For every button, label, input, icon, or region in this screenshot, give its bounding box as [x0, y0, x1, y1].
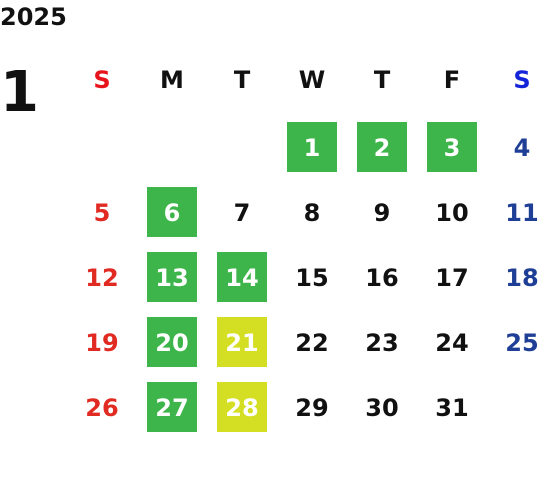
day-cell-28[interactable]: 28 [207, 375, 277, 440]
day-number: 3 [443, 133, 461, 162]
day-number: 7 [233, 198, 251, 227]
day-cell-30[interactable]: 30 [347, 375, 417, 440]
day-cell-5[interactable]: 5 [67, 180, 137, 245]
day-number: 29 [295, 393, 329, 422]
day-cell-16[interactable]: 16 [347, 245, 417, 310]
day-number: 25 [505, 328, 539, 357]
day-cell-22[interactable]: 22 [277, 310, 347, 375]
day-cell-25[interactable]: 25 [487, 310, 548, 375]
weekday-header-tuesday: T [233, 66, 251, 94]
day-cell-17[interactable]: 17 [417, 245, 487, 310]
weekday-header-thursday: T [373, 66, 391, 94]
day-cell-31[interactable]: 31 [417, 375, 487, 440]
day-number: 4 [513, 133, 531, 162]
day-cell-20[interactable]: 20 [137, 310, 207, 375]
day-number: 16 [365, 263, 399, 292]
day-cell-7[interactable]: 7 [207, 180, 277, 245]
day-cell-8[interactable]: 8 [277, 180, 347, 245]
day-highlight-box [217, 317, 267, 367]
day-number: 13 [155, 263, 189, 292]
day-number: 12 [85, 263, 119, 292]
weekday-header-monday: M [160, 66, 184, 94]
day-highlight-box [287, 122, 337, 172]
day-cell-14[interactable]: 14 [207, 245, 277, 310]
day-highlight-box [427, 122, 477, 172]
day-highlight-box [357, 122, 407, 172]
day-highlight-box [147, 317, 197, 367]
day-number: 30 [365, 393, 399, 422]
day-cell-27[interactable]: 27 [137, 375, 207, 440]
day-cell-3[interactable]: 3 [417, 115, 487, 180]
day-cell-18[interactable]: 18 [487, 245, 548, 310]
day-cell-1[interactable]: 1 [277, 115, 347, 180]
day-cell-6[interactable]: 6 [137, 180, 207, 245]
day-cell-12[interactable]: 12 [67, 245, 137, 310]
day-number: 10 [435, 198, 469, 227]
day-number: 1 [303, 133, 321, 162]
day-number: 28 [225, 393, 259, 422]
calendar-month: 1 [0, 60, 39, 125]
day-number: 17 [435, 263, 469, 292]
weekday-header-saturday: S [513, 66, 531, 94]
day-highlight-box [217, 382, 267, 432]
day-number: 20 [155, 328, 189, 357]
day-cell-9[interactable]: 9 [347, 180, 417, 245]
day-cell-2[interactable]: 2 [347, 115, 417, 180]
empty-cell [67, 115, 137, 180]
day-number: 22 [295, 328, 329, 357]
day-number: 6 [163, 198, 181, 227]
day-number: 5 [93, 198, 111, 227]
day-number: 2 [373, 133, 391, 162]
day-number: 19 [85, 328, 119, 357]
day-number: 9 [373, 198, 391, 227]
day-number: 8 [303, 198, 321, 227]
day-cell-13[interactable]: 13 [137, 245, 207, 310]
day-number: 15 [295, 263, 329, 292]
day-highlight-box [147, 252, 197, 302]
day-number: 11 [505, 198, 539, 227]
day-cell-23[interactable]: 23 [347, 310, 417, 375]
calendar-year: 2025 [0, 3, 67, 31]
empty-cell [207, 115, 277, 180]
day-cell-26[interactable]: 26 [67, 375, 137, 440]
day-highlight-box [147, 382, 197, 432]
day-cell-29[interactable]: 29 [277, 375, 347, 440]
day-number: 14 [225, 263, 259, 292]
day-cell-21[interactable]: 21 [207, 310, 277, 375]
day-number: 27 [155, 393, 189, 422]
day-number: 21 [225, 328, 259, 357]
day-cell-4[interactable]: 4 [487, 115, 548, 180]
day-cell-24[interactable]: 24 [417, 310, 487, 375]
empty-cell [137, 115, 207, 180]
day-number: 26 [85, 393, 119, 422]
weekday-header-friday: F [443, 66, 461, 94]
day-cell-11[interactable]: 11 [487, 180, 548, 245]
day-number: 24 [435, 328, 469, 357]
day-number: 23 [365, 328, 399, 357]
weekday-header-sunday: S [93, 66, 111, 94]
day-highlight-box [147, 187, 197, 237]
day-number: 31 [435, 393, 469, 422]
day-cell-15[interactable]: 15 [277, 245, 347, 310]
day-cell-19[interactable]: 19 [67, 310, 137, 375]
day-cell-10[interactable]: 10 [417, 180, 487, 245]
day-number: 18 [505, 263, 539, 292]
day-highlight-box [217, 252, 267, 302]
weekday-header-wednesday: W [298, 66, 326, 94]
